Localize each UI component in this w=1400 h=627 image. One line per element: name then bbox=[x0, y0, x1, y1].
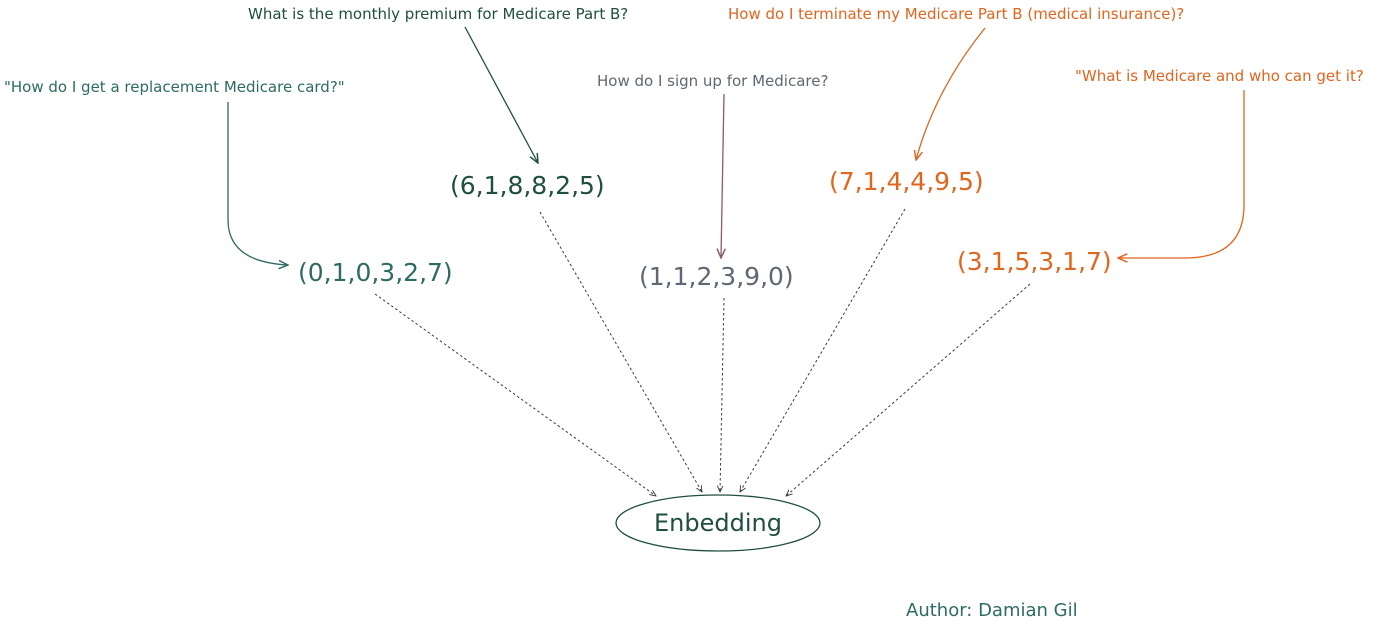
vector-premium: (6,1,8,8,2,5) bbox=[450, 171, 605, 200]
arrow-replacement-to-vector bbox=[227, 102, 288, 265]
vector-signup: (1,1,2,3,9,0) bbox=[639, 262, 794, 291]
question-replacement: "How do I get a replacement Medicare car… bbox=[4, 78, 345, 96]
question-what: "What is Medicare and who can get it? bbox=[1075, 67, 1364, 85]
dotted-arrow-what bbox=[786, 283, 1031, 496]
vector-terminate: (7,1,4,4,9,5) bbox=[829, 167, 984, 196]
author-credit: Author: Damian Gil bbox=[906, 600, 1078, 621]
vector-what: (3,1,5,3,1,7) bbox=[957, 247, 1112, 276]
dotted-arrow-terminate bbox=[740, 208, 906, 492]
dotted-arrow-replacement bbox=[374, 293, 656, 496]
embedding-node bbox=[615, 494, 821, 552]
arrow-terminate-to-vector bbox=[916, 27, 986, 160]
arrow-premium-to-vector bbox=[464, 26, 538, 163]
question-premium: What is the monthly premium for Medicare… bbox=[248, 5, 628, 23]
vector-replacement: (0,1,0,3,2,7) bbox=[298, 258, 453, 287]
arrow-signup-to-vector bbox=[721, 93, 724, 258]
question-signup: How do I sign up for Medicare? bbox=[597, 72, 828, 90]
embedding-label: Enbedding bbox=[654, 509, 782, 537]
arrow-what-to-vector bbox=[1118, 90, 1245, 258]
dotted-arrow-signup bbox=[720, 297, 725, 492]
dotted-arrow-premium bbox=[539, 211, 702, 492]
question-terminate: How do I terminate my Medicare Part B (m… bbox=[728, 5, 1184, 23]
